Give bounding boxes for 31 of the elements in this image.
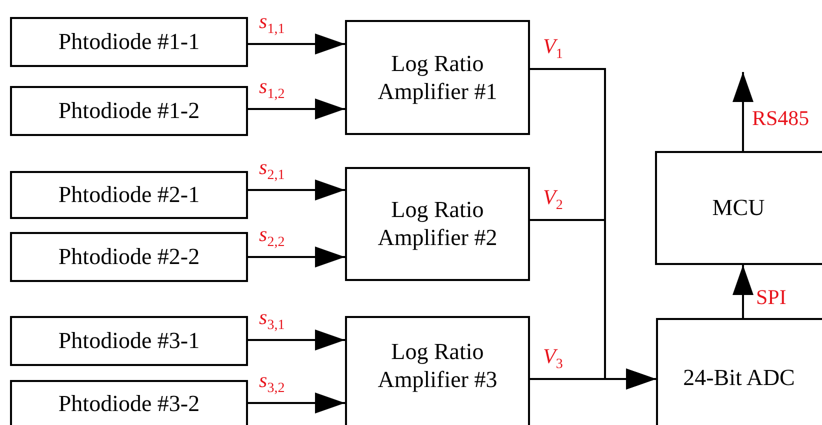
process-box (655, 151, 822, 265)
arrow (248, 330, 345, 350)
node-label: Phtodiode #2-1 (58, 181, 200, 209)
arrow (732, 265, 754, 318)
node-label: 24-Bit ADC (682, 364, 796, 392)
photodiode-box (10, 171, 248, 219)
node-label: Phtodiode #3-1 (58, 327, 200, 355)
node-label: Log Ratio Amplifier #3 (376, 338, 498, 394)
node-label: Log Ratio Amplifier #1 (376, 50, 498, 106)
node-label: Phtodiode #1-1 (58, 28, 200, 56)
node-label: Log Ratio Amplifier #2 (376, 196, 498, 252)
node-label: Phtodiode #3-2 (58, 390, 200, 418)
arrow (248, 180, 345, 200)
arrow (248, 98, 345, 120)
node-label: Phtodiode #1-2 (58, 97, 200, 125)
photodiode-box (10, 316, 248, 366)
photodiode-box (10, 17, 248, 67)
arrow (248, 34, 345, 54)
photodiode-box (10, 86, 248, 136)
process-box (345, 316, 530, 425)
arrow (248, 392, 345, 414)
process-box (345, 167, 530, 281)
photodiode-box (10, 232, 248, 282)
process-box (656, 318, 822, 425)
node-label: Phtodiode #2-2 (58, 243, 200, 271)
photodiode-box (10, 380, 248, 425)
arrow (248, 246, 345, 268)
process-box (345, 20, 530, 135)
arrow (530, 368, 656, 390)
node-label: MCU (711, 194, 766, 222)
arrow (732, 72, 754, 151)
